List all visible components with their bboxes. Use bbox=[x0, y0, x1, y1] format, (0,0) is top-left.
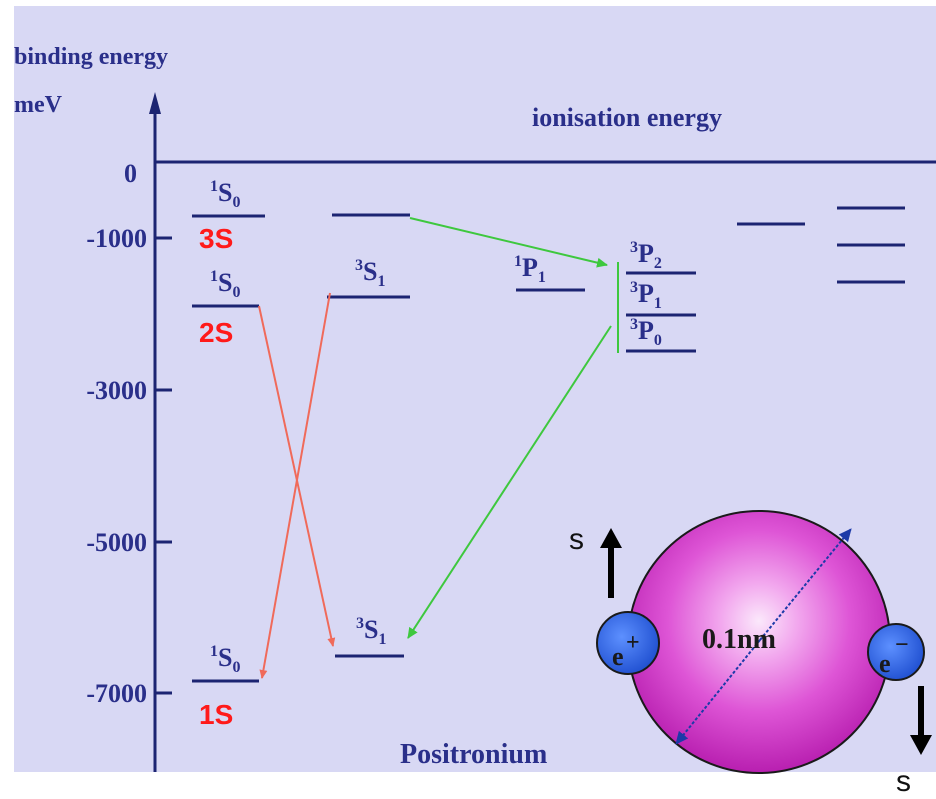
positronium-atom-illustration: 0.1nm e + e − s s bbox=[569, 510, 932, 798]
diameter-arrow-down bbox=[675, 639, 761, 745]
term-1s0-n1: 1S0 bbox=[210, 643, 240, 676]
diameter-arrow-up bbox=[759, 528, 852, 641]
positron-symbol: e bbox=[612, 642, 624, 671]
axis-label-line1: binding energy bbox=[14, 44, 168, 70]
spin-down-arrow-icon bbox=[910, 735, 932, 755]
shell-label-2s: 2S bbox=[199, 317, 233, 348]
shell-label-1s: 1S bbox=[199, 699, 233, 730]
y-axis-arrow-icon bbox=[149, 92, 161, 114]
electron-symbol: e bbox=[879, 649, 891, 678]
shell-label-3s: 3S bbox=[199, 223, 233, 254]
ionisation-label: ionisation energy bbox=[532, 103, 722, 132]
transition-2s-singlet-to-triplet bbox=[258, 305, 336, 647]
term-1s0-n3: 1S0 bbox=[210, 178, 240, 211]
term-3p0: 3P0 bbox=[630, 316, 662, 349]
tick-label-minus5000: -5000 bbox=[86, 528, 147, 557]
transition-3p-to-1s-triplet bbox=[407, 325, 612, 639]
energy-levels bbox=[192, 206, 905, 683]
electron-charge: − bbox=[895, 632, 909, 658]
term-3p2: 3P2 bbox=[630, 239, 662, 272]
spin-down-label: s bbox=[896, 765, 911, 798]
term-1p1: 1P1 bbox=[514, 253, 546, 286]
tick-label-minus1000: -1000 bbox=[86, 224, 147, 253]
spin-up-label: s bbox=[569, 523, 584, 556]
tick-label-minus7000: -7000 bbox=[86, 679, 147, 708]
y-axis-ticks bbox=[155, 236, 172, 695]
positronium-label: Positronium bbox=[400, 739, 547, 770]
tick-label-minus3000: -3000 bbox=[86, 376, 147, 405]
transition-2s-triplet-to-singlet bbox=[259, 292, 331, 679]
transition-3s-to-1p bbox=[409, 217, 608, 268]
term-3s1-n2: 3S1 bbox=[355, 257, 385, 290]
positron-charge: + bbox=[626, 630, 640, 656]
positron-particle bbox=[596, 611, 660, 675]
diameter-label: 0.1nm bbox=[702, 624, 776, 655]
term-1s0-n2: 1S0 bbox=[210, 268, 240, 301]
term-3s1-n1: 3S1 bbox=[356, 615, 386, 648]
tick-label-0: 0 bbox=[124, 159, 137, 188]
spin-up-arrow-icon bbox=[600, 528, 622, 548]
term-3p1: 3P1 bbox=[630, 279, 662, 312]
electron-particle bbox=[867, 623, 925, 681]
axis-label-line2: meV bbox=[14, 92, 63, 118]
